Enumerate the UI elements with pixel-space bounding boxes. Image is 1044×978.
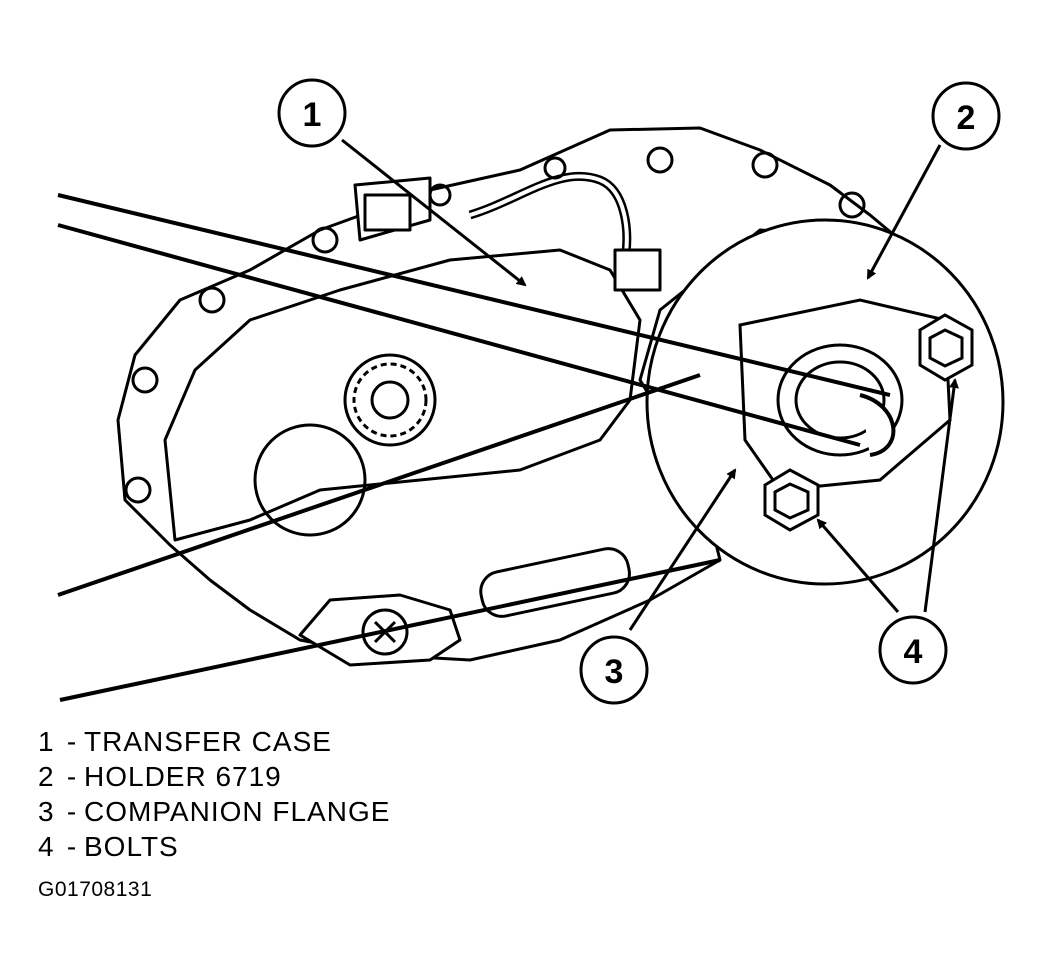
legend-label: TRANSFER CASE (84, 726, 332, 757)
legend-separator: - (66, 761, 78, 792)
legend-separator: - (66, 831, 78, 862)
harness-connector (613, 248, 662, 292)
legend-number: 3 (38, 796, 55, 827)
legend-item-transfer-case: 1 - TRANSFER CASE (38, 724, 390, 759)
legend: 1 - TRANSFER CASE 2 - HOLDER 6719 3 - CO… (38, 724, 390, 864)
drive-sprocket (343, 353, 437, 447)
output-boss (253, 423, 367, 537)
legend-label: BOLTS (84, 831, 179, 862)
legend-label: COMPANION FLANGE (84, 796, 391, 827)
callout-2: 2 (931, 81, 1001, 151)
connector-block (363, 193, 412, 232)
callout-4-number: 4 (904, 633, 923, 671)
callout-1-number: 1 (303, 96, 322, 134)
callout-3: 3 (579, 635, 649, 705)
legend-number: 2 (38, 761, 55, 792)
figure-id: G01708131 (38, 878, 153, 901)
legend-number: 1 (38, 726, 55, 757)
legend-separator: - (66, 796, 78, 827)
legend-separator: - (66, 726, 78, 757)
callout-4: 4 (878, 615, 948, 685)
companion-flange (738, 298, 952, 492)
bolt-lower (763, 468, 820, 532)
bolt-upper (918, 313, 974, 382)
legend-label: HOLDER 6719 (84, 761, 282, 792)
callout-leaders (341, 138, 959, 631)
legend-item-holder: 2 - HOLDER 6719 (38, 759, 390, 794)
legend-item-bolts: 4 - BOLTS (38, 829, 390, 864)
holder-tool (645, 218, 1005, 586)
legend-number: 4 (38, 831, 55, 862)
lower-slot (479, 547, 631, 618)
callout-1: 1 (277, 78, 347, 148)
handle-end (859, 393, 896, 457)
callout-2-number: 2 (957, 99, 976, 137)
transfer-case (116, 126, 902, 667)
callout-3-number: 3 (605, 653, 624, 691)
legend-item-companion-flange: 3 - COMPANION FLANGE (38, 794, 390, 829)
case-inner-plate (163, 248, 642, 542)
holder-handle (57, 193, 896, 702)
mounting-pad (298, 593, 462, 667)
